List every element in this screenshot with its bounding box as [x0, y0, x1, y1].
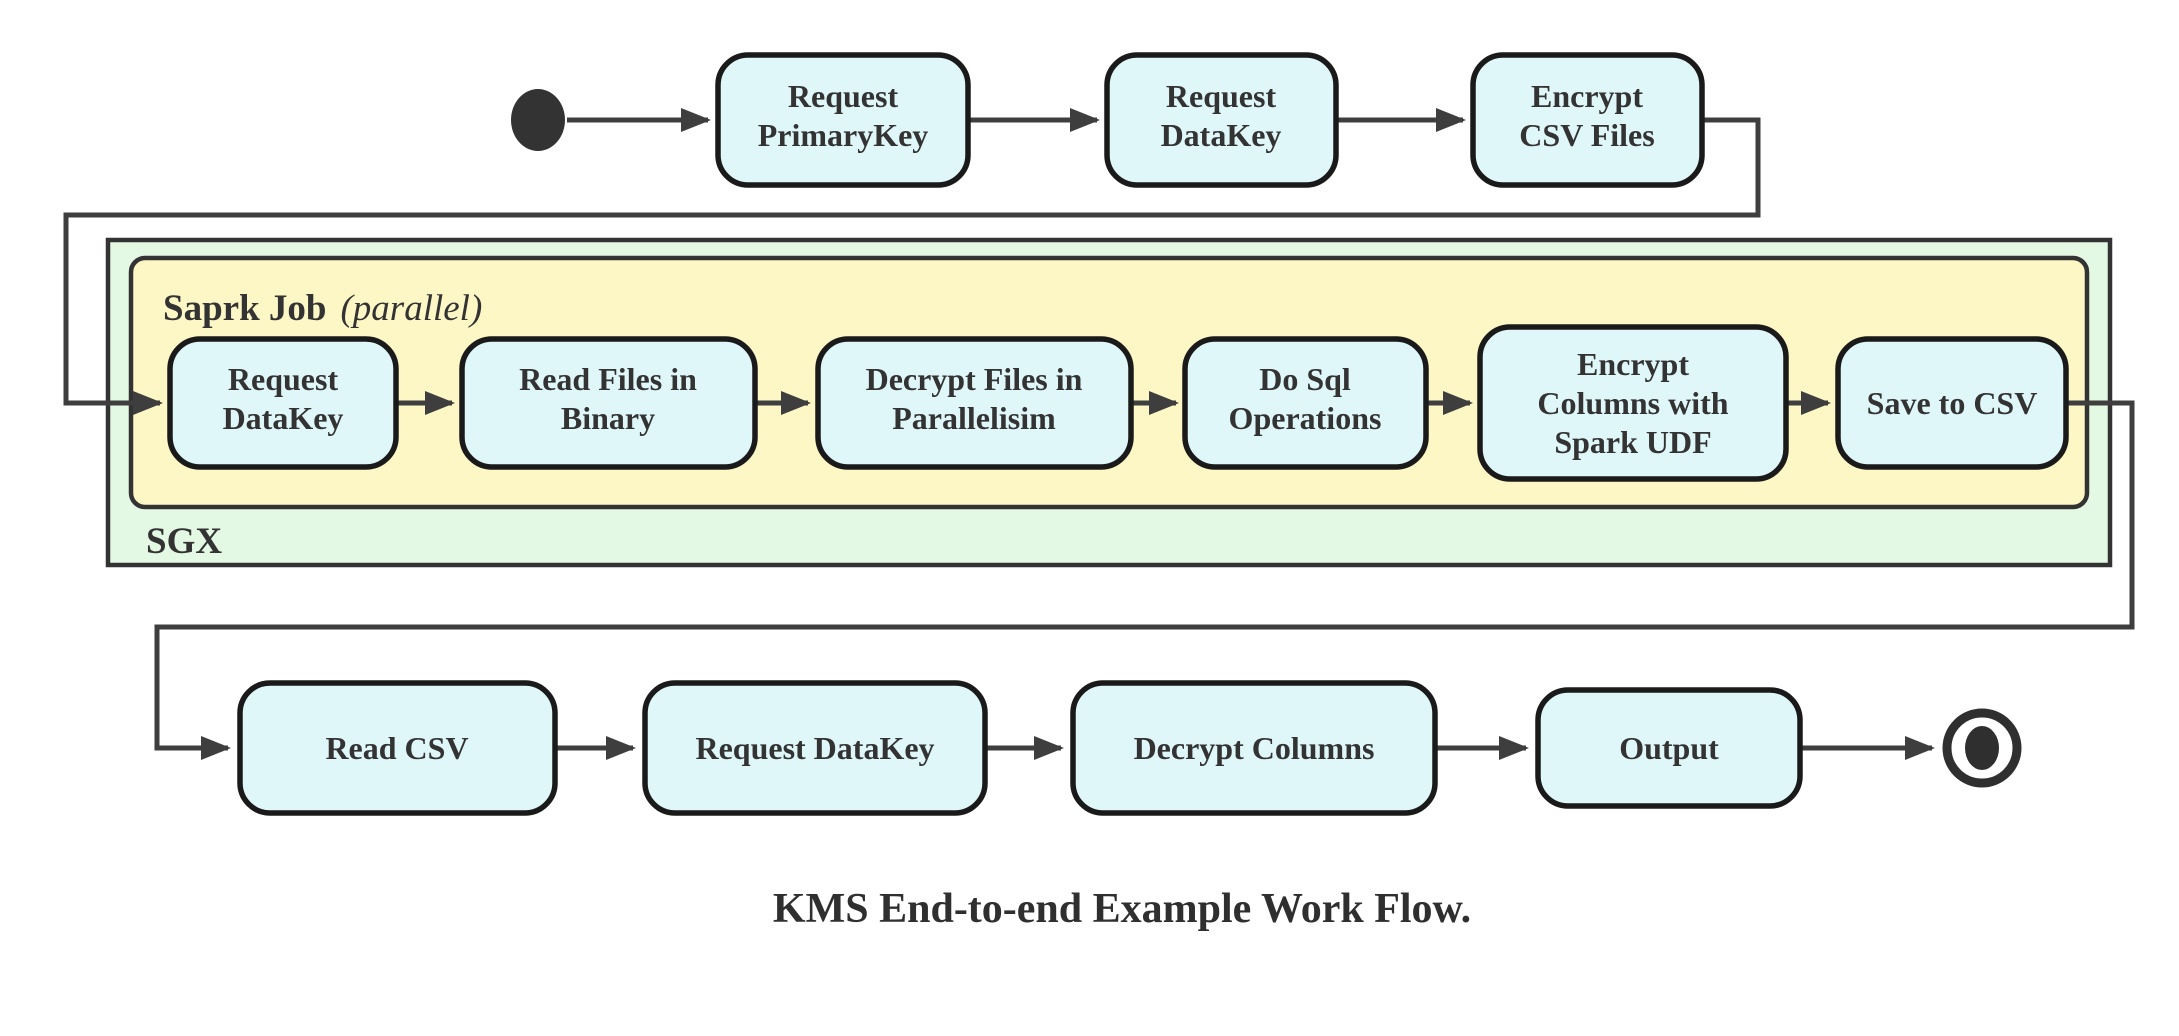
- start-state-icon: [511, 89, 565, 151]
- node-request-datakey-bottom: Request DataKey: [642, 680, 988, 816]
- node-box: [1835, 336, 2069, 470]
- node-box: [237, 680, 558, 816]
- node-label: Read CSV: [325, 730, 468, 766]
- sgx-label: SGX: [146, 521, 222, 562]
- node-box: [1070, 680, 1438, 816]
- node-box: [459, 336, 758, 470]
- node-box: [1470, 52, 1705, 188]
- node-box: [715, 52, 971, 188]
- node-box: [642, 680, 988, 816]
- diagram-caption: KMS End-to-end Example Work Flow.: [773, 886, 1471, 932]
- node-output: Output: [1535, 687, 1803, 809]
- node-read-csv: Read CSV: [237, 680, 558, 816]
- node-label: Save to CSV: [1867, 385, 2038, 421]
- node-box: [167, 336, 399, 470]
- node-box: [1182, 336, 1429, 470]
- edge-encrypt-csv-to-sgx-request-datakey: [63, 117, 1761, 415]
- end-state-icon: [1942, 708, 2022, 788]
- node-box: [815, 336, 1134, 470]
- spark-job-label: Saprk Job(parallel): [163, 288, 482, 329]
- node-box: [1535, 687, 1803, 809]
- node-label: Decrypt Columns: [1134, 730, 1375, 766]
- node-decrypt-columns: Decrypt Columns: [1070, 680, 1438, 816]
- node-save-to-csv: Save to CSV: [1835, 336, 2069, 470]
- edge-save-csv-to-read-csv: [154, 400, 2135, 760]
- node-label: Output: [1619, 730, 1719, 766]
- node-box: [1104, 52, 1339, 188]
- node-label: Request DataKey: [695, 730, 934, 766]
- node-box: [1477, 324, 1789, 482]
